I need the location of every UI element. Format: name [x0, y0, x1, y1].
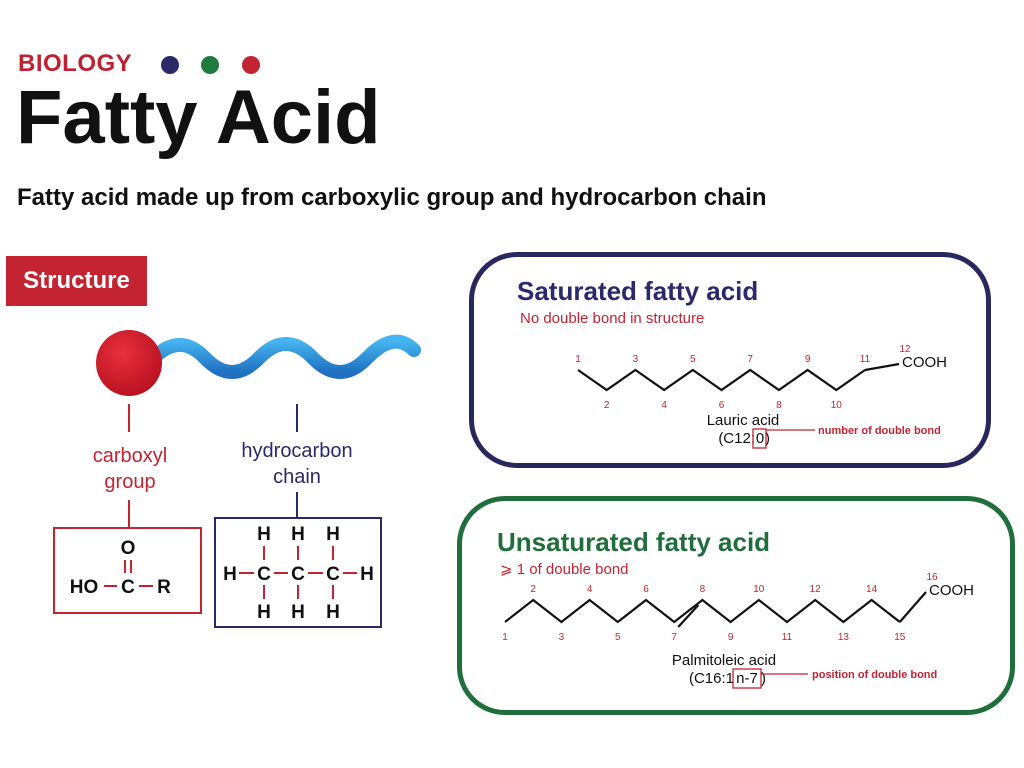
- double-bond-line: [677, 604, 700, 628]
- hydrogen-top-1: H: [291, 524, 305, 545]
- unsaturated-fatty-acid-panel: [457, 496, 1015, 715]
- carbon-0: C: [257, 564, 271, 585]
- carbon-number-1: 1: [502, 632, 508, 643]
- carbon-number-13: 13: [838, 632, 850, 643]
- carbon-number-14: 14: [866, 584, 878, 595]
- carboxyl-label-line2: group: [104, 471, 156, 493]
- carbon-number-1: 1: [575, 354, 581, 365]
- carbon-number-9: 9: [805, 354, 811, 365]
- carbon-number-12: 12: [810, 584, 822, 595]
- carbon-number-15: 15: [894, 632, 906, 643]
- carbon-number-8: 8: [776, 400, 782, 411]
- carbon-number-7: 7: [747, 354, 753, 365]
- structure-badge: Structure: [6, 256, 147, 306]
- hydrogen-bottom-1: H: [291, 602, 305, 623]
- carbon-number-7: 7: [671, 632, 677, 643]
- palmitoleic-acid-name: Palmitoleic acid: [672, 652, 776, 669]
- green-dot-icon: [201, 56, 219, 74]
- subject-label: BIOLOGY: [18, 50, 133, 77]
- carboxyl-formula-box: [53, 527, 202, 614]
- lauric-notation-prefix: (C12:: [718, 430, 755, 447]
- carboxyl-ho: HO: [70, 577, 99, 598]
- red-dot-icon: [242, 56, 260, 74]
- page-title: Fatty Acid: [16, 75, 381, 160]
- double-bond-position-box: [732, 668, 762, 689]
- hydrocarbon-tail-wave: [143, 334, 421, 379]
- carbon-number-11: 11: [860, 354, 871, 365]
- carbon-number-10: 10: [831, 400, 843, 411]
- carbon-number-5: 5: [615, 632, 621, 643]
- page-subtitle: Fatty acid made up from carboxylic group…: [17, 184, 767, 211]
- carboxyl-group-label: carboxyl group: [70, 443, 190, 495]
- hydrogen-left: H: [223, 564, 237, 585]
- carbon-number-2: 2: [530, 584, 536, 595]
- sat-chain-backbone: [577, 368, 866, 392]
- cooh-group: COOH: [929, 582, 974, 599]
- carbon-number-16: 16: [926, 572, 938, 583]
- carboxyl-carbon: C: [121, 577, 135, 598]
- carbon-number-8: 8: [700, 584, 706, 595]
- saturated-fatty-acid-panel: [469, 252, 991, 468]
- hydrogen-top-2: H: [326, 524, 340, 545]
- carbon-number-6: 6: [719, 400, 725, 411]
- saturated-title: Saturated fatty acid: [517, 276, 759, 306]
- carbon-number-10: 10: [753, 584, 765, 595]
- saturated-note: No double bond in structure: [520, 310, 705, 327]
- carbon-number-9: 9: [728, 632, 734, 643]
- sat-chain-terminal-bond: [864, 362, 900, 372]
- unsaturated-title: Unsaturated fatty acid: [497, 527, 771, 557]
- hydrogen-top-0: H: [257, 524, 271, 545]
- navy-dot-icon: [161, 56, 179, 74]
- double-bond-count-box: [752, 428, 767, 449]
- unsat-chain-terminal-bond: [898, 591, 927, 623]
- palmitoleic-notation-boxed: n-7: [736, 670, 758, 687]
- lauric-notation-boxed: 0: [756, 430, 764, 447]
- hydrocarbon-chain-label: hydrocarbon chain: [222, 438, 372, 490]
- palmitoleic-notation-suffix: ): [761, 670, 766, 687]
- position-of-double-bond-annotation: position of double bond: [812, 669, 937, 681]
- carbon-number-4: 4: [661, 400, 667, 411]
- unsaturated-note: ⩾ 1 of double bond: [500, 561, 629, 578]
- hydrogen-bottom-0: H: [257, 602, 271, 623]
- palmitoleic-notation-prefix: (C16:1: [689, 670, 734, 687]
- carboxyl-label-line1: carboxyl: [92, 445, 168, 467]
- number-of-double-bond-annotation: number of double bond: [818, 425, 941, 437]
- lauric-notation-suffix: ): [765, 430, 770, 447]
- carboxyl-r: R: [157, 577, 171, 598]
- carbon-number-6: 6: [643, 584, 649, 595]
- hydrocarbon-label-line2: chain: [273, 466, 321, 488]
- hydrogen-bottom-2: H: [326, 602, 340, 623]
- carbon-2: C: [326, 564, 340, 585]
- carbon-number-4: 4: [587, 584, 593, 595]
- carbon-number-3: 3: [633, 354, 639, 365]
- lauric-acid-name: Lauric acid: [707, 412, 780, 429]
- cooh-group: COOH: [902, 354, 947, 371]
- carbon-1: C: [291, 564, 305, 585]
- hydrocarbon-formula-box: [214, 517, 382, 628]
- hydrocarbon-label-line1: hydrocarbon: [241, 440, 353, 462]
- carbon-number-5: 5: [690, 354, 696, 365]
- unsat-chain-backbone: [504, 598, 901, 624]
- carboxyl-oxygen: O: [121, 538, 136, 559]
- hydrogen-right: H: [360, 564, 374, 585]
- carboxyl-head-circle: [96, 330, 162, 396]
- carbon-number-2: 2: [604, 400, 610, 411]
- carbon-number-11: 11: [782, 632, 793, 643]
- carbon-number-12: 12: [899, 344, 911, 355]
- carbon-number-3: 3: [559, 632, 565, 643]
